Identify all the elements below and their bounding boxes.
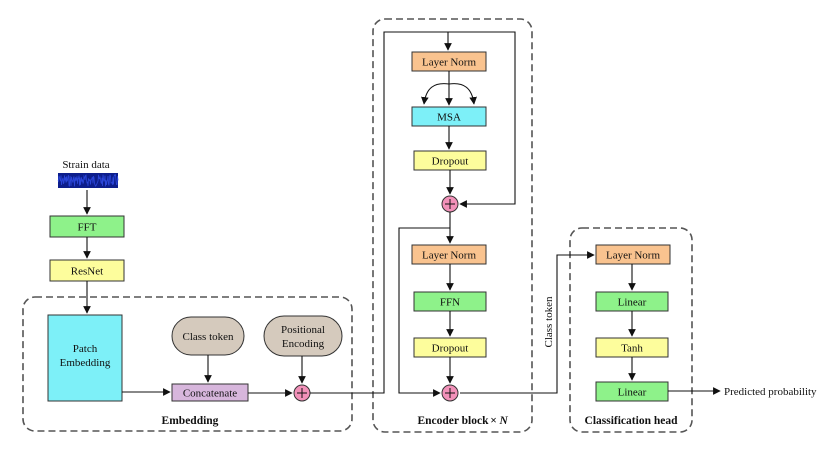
- edge-residual-2: [398, 227, 450, 397]
- strain-waveform-icon: [57, 173, 119, 188]
- patch-embedding-label-2: Embedding: [60, 357, 111, 369]
- encoder-dropout-1-label: Dropout: [432, 156, 469, 168]
- encoder-layer-norm-2-label: Layer Norm: [422, 250, 477, 262]
- classification-head-group: [569, 227, 693, 433]
- edge-split-left: [421, 83, 450, 105]
- plus-circle-icon: [441, 195, 459, 213]
- plus-circle-icon: [293, 384, 311, 402]
- ffn-label: FFN: [440, 297, 460, 309]
- positional-encoding-label-2: Encoding: [282, 338, 325, 350]
- edge-encoder-head: [460, 251, 595, 394]
- patch-embedding-label-1: Patch: [73, 343, 98, 355]
- encoder-title: Encoder block: [417, 415, 489, 427]
- encoder-group: [372, 18, 533, 433]
- concatenate-label: Concatenate: [183, 388, 237, 400]
- class-token-label: Class token: [182, 331, 234, 343]
- patch-embedding-box: [47, 314, 123, 402]
- tanh-label: Tanh: [621, 343, 643, 355]
- fft-label: FFT: [78, 222, 97, 234]
- edge-split-right: [448, 83, 477, 105]
- positional-encoding-box: [263, 315, 343, 357]
- encoder-layer-norm-1-label: Layer Norm: [422, 57, 477, 69]
- head-layer-norm-box: [595, 244, 671, 265]
- edges: [83, 31, 721, 397]
- class-token-edge-label: Class token: [543, 296, 555, 348]
- plus-circle-icon: [441, 384, 459, 402]
- embedding-title: Embedding: [162, 415, 219, 427]
- classification-head-title: Classification head: [585, 415, 679, 427]
- positional-encoding-label-1: Positional: [281, 324, 325, 336]
- edge-residual-1: [448, 31, 516, 208]
- embedding-group: [22, 296, 353, 432]
- msa-label: MSA: [437, 112, 461, 124]
- resnet-label: ResNet: [71, 266, 103, 278]
- head-layer-norm-label: Layer Norm: [606, 250, 661, 262]
- edge-add-encoder: [310, 31, 452, 394]
- encoder-dropout-2-label: Dropout: [432, 343, 469, 355]
- strain-data-label: Strain data: [62, 159, 109, 171]
- encoder-repeat-label: × N: [490, 415, 508, 427]
- predicted-probability-label: Predicted probability: [724, 386, 817, 398]
- head-linear-1-label: Linear: [618, 297, 647, 309]
- encoder-layer-norm-2-box: [411, 244, 487, 265]
- head-linear-2-label: Linear: [618, 387, 647, 399]
